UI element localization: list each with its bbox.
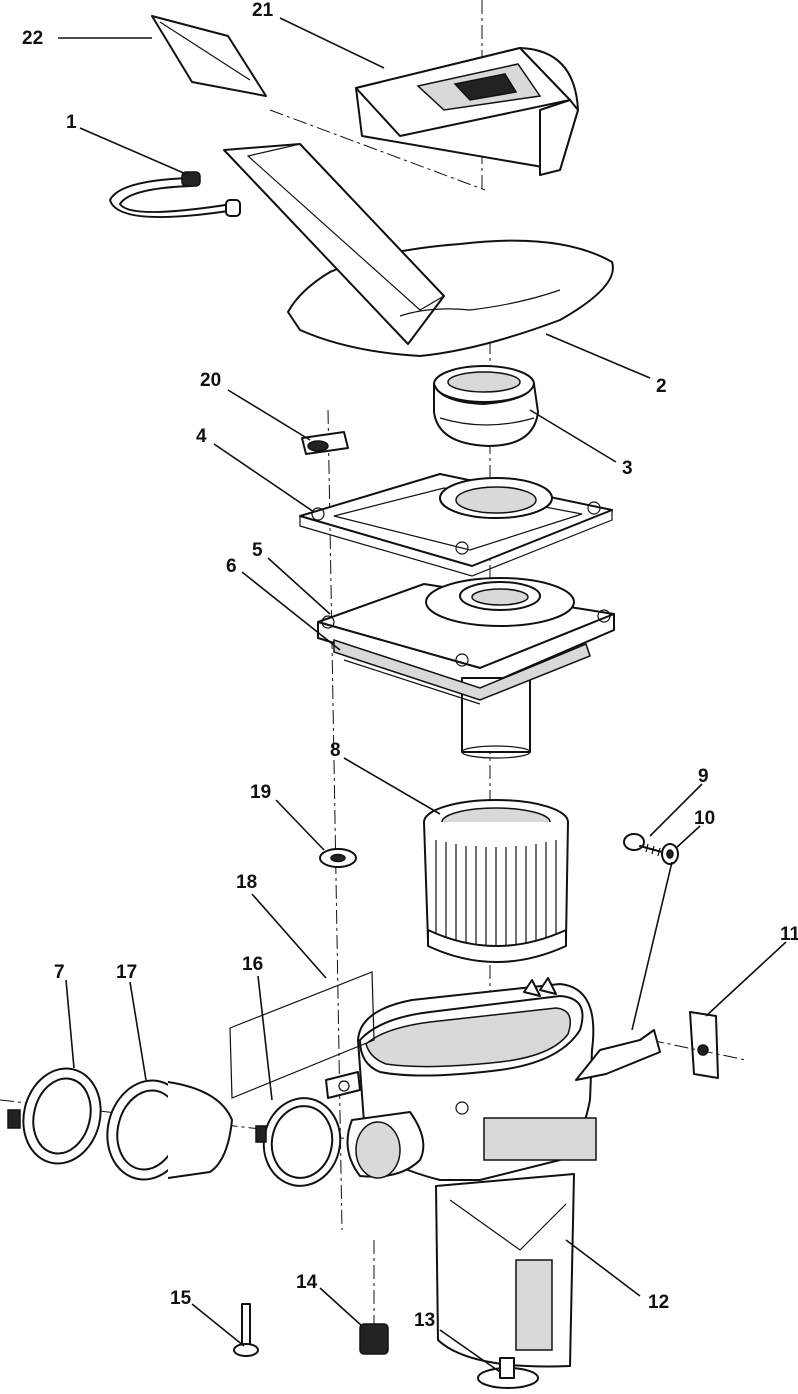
part-19-washer [319,848,357,868]
part-5-housing-lid [317,577,615,759]
callout-8: 8 [330,740,341,761]
part-14-drain-plug [359,1240,389,1355]
part-1-clamp [109,171,241,219]
callout-14: 14 [296,1272,318,1293]
axis-left-bolt [327,409,343,1231]
callout-18: 18 [236,872,257,893]
callout-12: 12 [648,1292,669,1313]
callout-16: 16 [242,954,263,975]
part-6-gasket [333,638,591,705]
part-12-airbox-body [325,977,661,1368]
callout-22: 22 [22,28,43,49]
callout-20: 20 [200,370,221,391]
part-17-duct [106,1079,233,1181]
callout-5: 5 [252,540,263,561]
part-22-flap [151,15,267,97]
part-15-bolt [233,1303,259,1357]
part-4-top-plate [299,473,613,577]
callout-labels: 22 21 1 2 3 20 4 5 6 8 19 9 10 11 18 7 1… [22,0,798,1331]
callout-17: 17 [116,962,137,983]
callout-15: 15 [170,1288,192,1309]
callout-3: 3 [622,458,633,479]
part-18-decal [229,971,375,1099]
callout-2: 2 [656,376,667,397]
filter-pleats [435,840,557,956]
callout-11: 11 [780,924,798,945]
callout-9: 9 [698,766,709,787]
part-13-drain-valve [477,1357,539,1389]
part-16-clamp-ring [255,1097,342,1187]
part-9-screw [623,833,663,857]
part-7-ring [7,1067,102,1165]
callout-13: 13 [414,1310,435,1331]
callout-4: 4 [196,426,207,447]
callout-19: 19 [250,782,271,803]
callout-6: 6 [226,556,237,577]
part-20-nut [301,431,349,455]
leader-lines [58,17,787,1373]
callout-7: 7 [54,962,65,983]
part-11-clip [649,1011,747,1079]
part-10-washer [661,843,679,865]
part-8-filter-element [423,799,569,963]
part-2-airbox-cover [223,143,614,357]
part-3-boot [433,365,539,447]
callout-10: 10 [694,808,715,829]
callout-21: 21 [252,0,274,21]
axis-snorkel [269,109,486,191]
callout-1: 1 [66,112,77,133]
part-21-intake-cover [355,47,579,176]
